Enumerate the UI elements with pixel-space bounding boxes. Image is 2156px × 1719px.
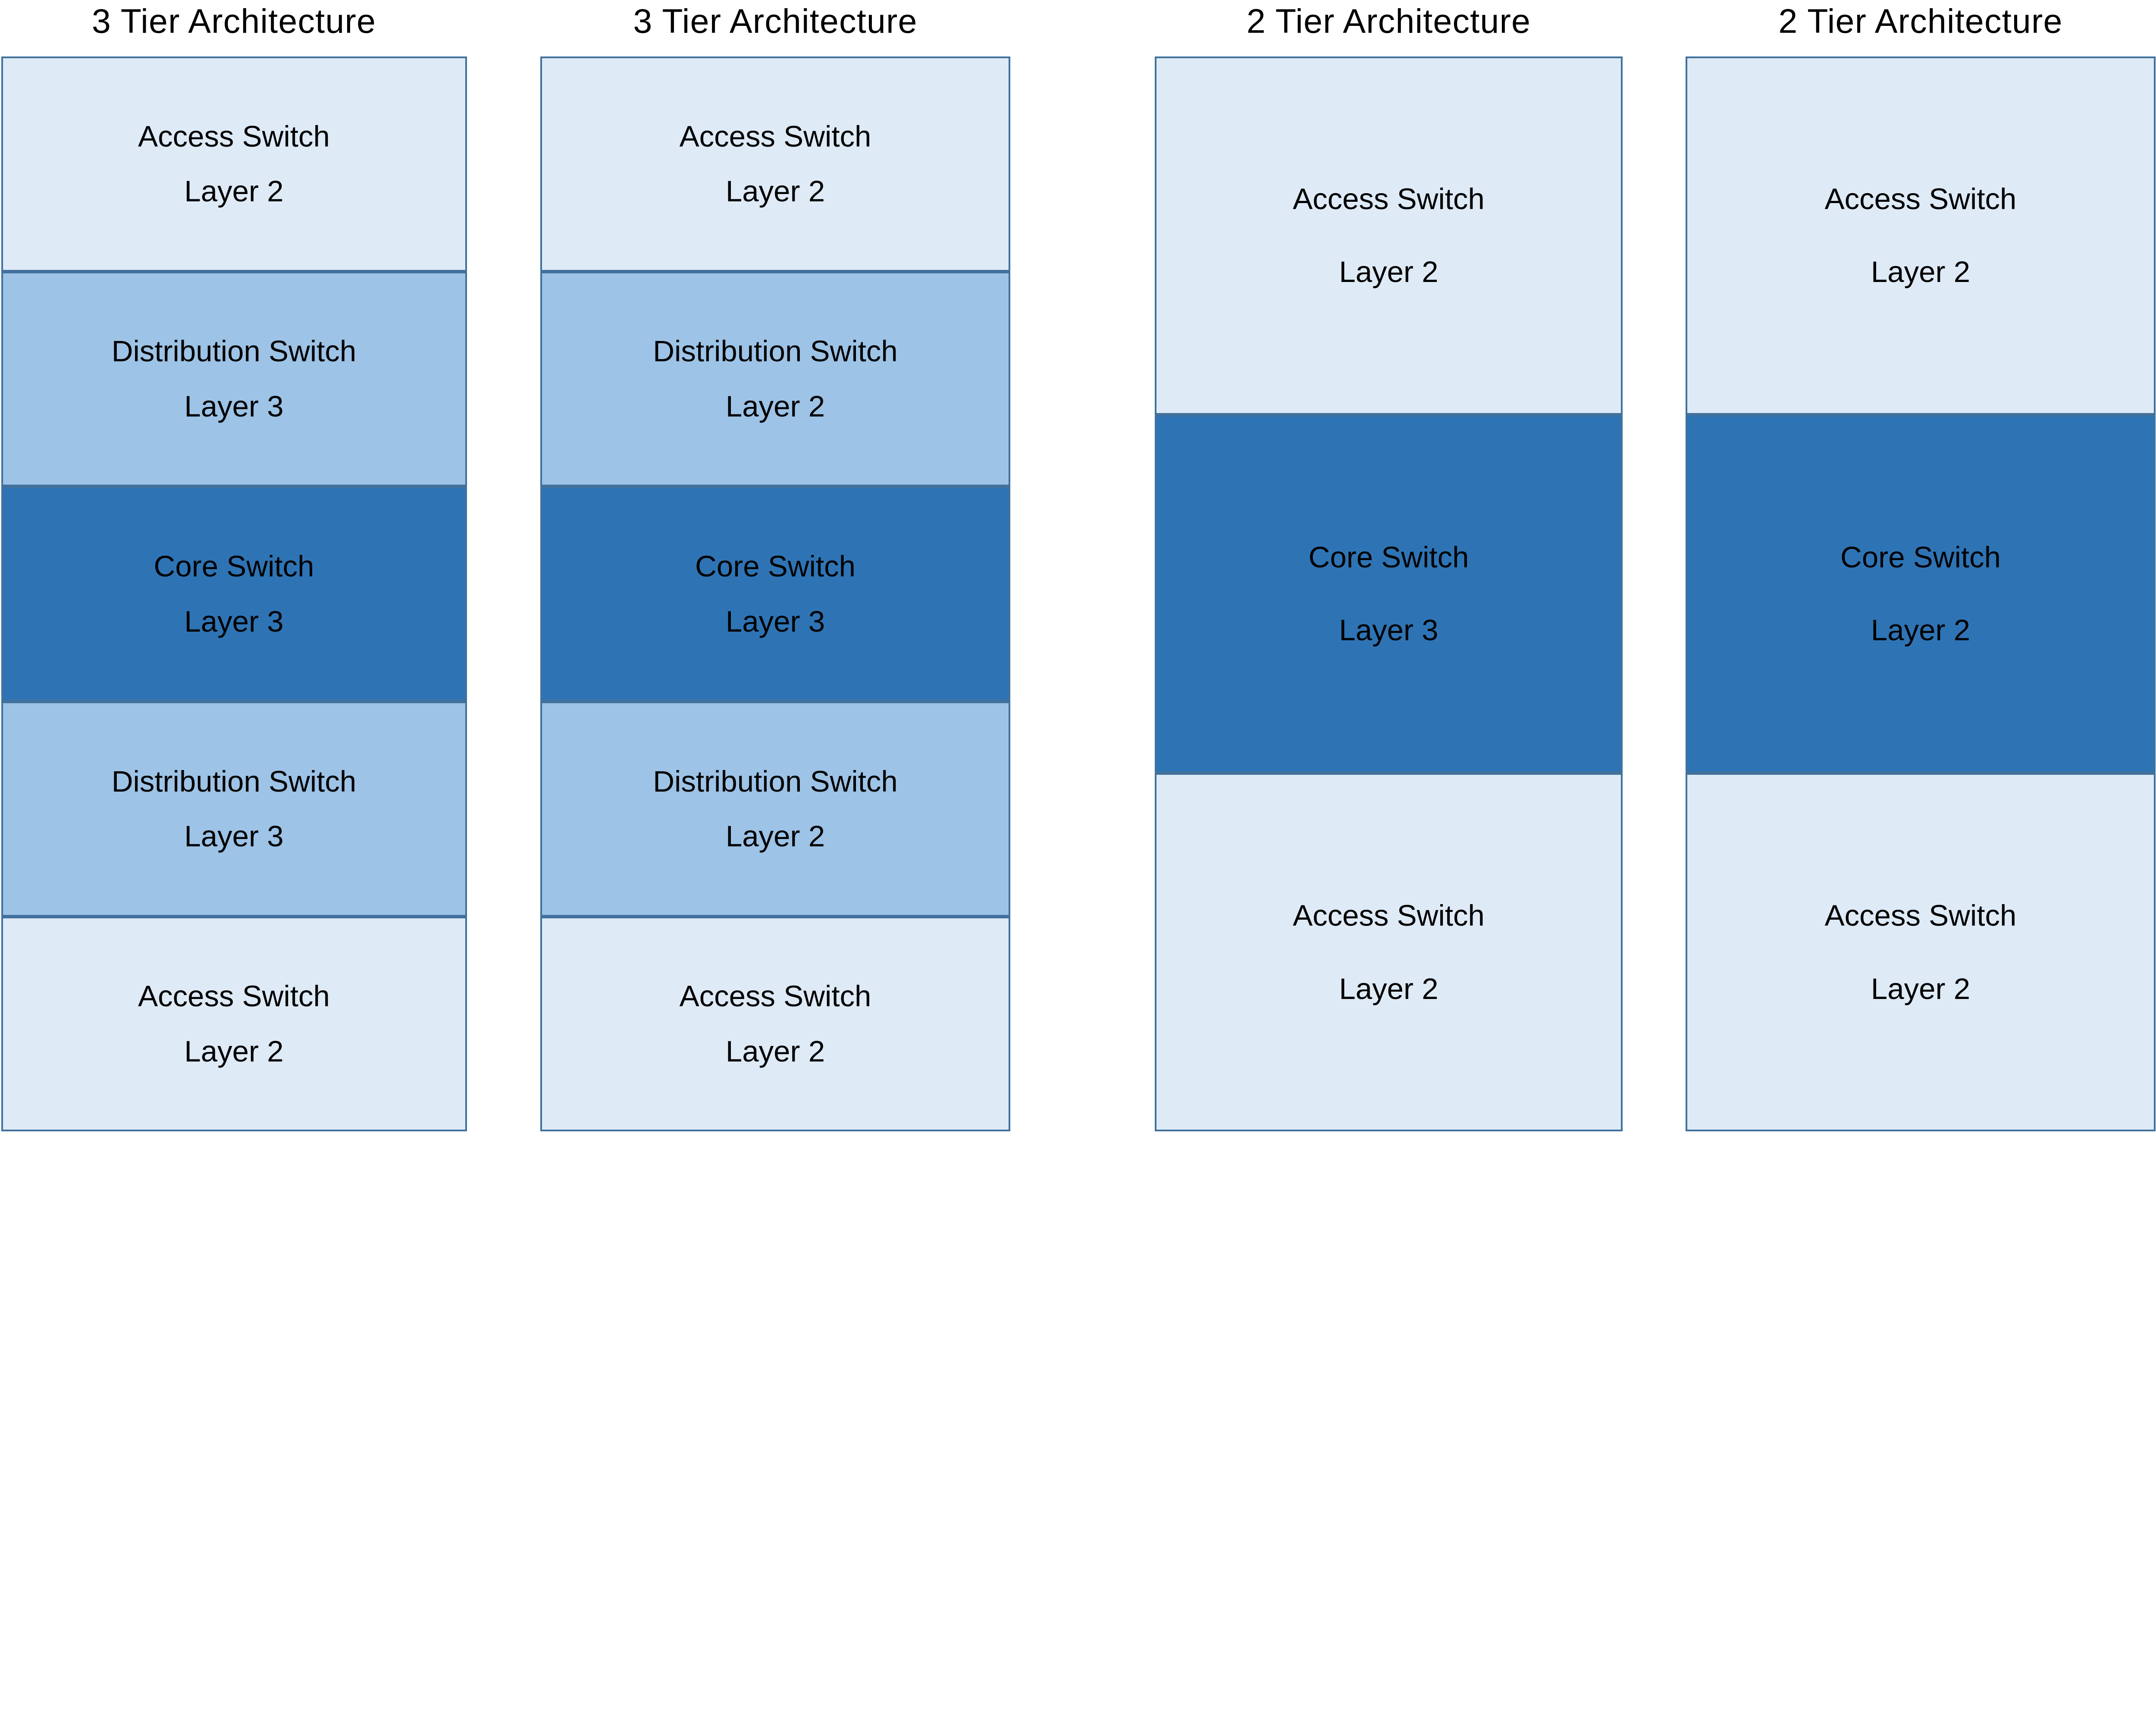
switch-name-label: Core Switch [1840,541,2001,574]
tier-box-distribution-switch: Distribution Switch Layer 2 [540,271,1010,487]
switch-layer-label: Layer 2 [725,820,825,853]
tier-box-core-switch: Core Switch Layer 2 [1686,415,2156,773]
switch-layer-label: Layer 3 [1339,614,1438,647]
architecture-column-2tier-l2: 2 Tier Architecture Access Switch Layer … [1686,0,2156,1132]
switch-name-label: Distribution Switch [653,335,898,368]
switch-name-label: Core Switch [1308,541,1469,574]
switch-name-label: Distribution Switch [653,764,898,798]
switch-name-label: Access Switch [1293,899,1485,933]
switch-layer-label: Layer 3 [725,604,825,638]
switch-name-label: Access Switch [679,980,871,1013]
switch-layer-label: Layer 2 [1871,614,1971,647]
tier-box-access-switch: Access Switch Layer 2 [1155,773,1623,1132]
tier-box-distribution-switch: Distribution Switch Layer 3 [1,271,467,487]
switch-layer-label: Layer 2 [1339,255,1438,289]
switch-layer-label: Layer 2 [725,1035,825,1068]
switch-name-label: Access Switch [679,119,871,153]
column-title: 3 Tier Architecture [91,2,376,40]
switch-name-label: Access Switch [138,980,330,1013]
switch-layer-label: Layer 3 [184,389,284,423]
architecture-column-3tier-l3: 3 Tier Architecture Access Switch Layer … [1,0,467,1132]
tier-box-core-switch: Core Switch Layer 3 [1155,415,1623,773]
switch-name-label: Access Switch [138,119,330,153]
switch-name-label: Access Switch [1293,182,1485,216]
switch-layer-label: Layer 2 [184,1035,284,1068]
tier-stack: Access Switch Layer 2 Core Switch Layer … [1155,56,1623,1132]
tier-box-core-switch: Core Switch Layer 3 [1,486,467,702]
tier-box-access-switch: Access Switch Layer 2 [1155,56,1623,415]
switch-layer-label: Layer 2 [1871,972,1971,1005]
switch-name-label: Distribution Switch [111,764,357,798]
tier-box-access-switch: Access Switch Layer 2 [1,916,467,1132]
switch-name-label: Access Switch [1824,182,2017,216]
tier-box-access-switch: Access Switch Layer 2 [1686,56,2156,415]
tier-box-distribution-switch: Distribution Switch Layer 3 [1,701,467,917]
switch-layer-label: Layer 2 [725,175,825,208]
column-title: 2 Tier Architecture [1778,2,2063,40]
switch-name-label: Access Switch [1824,899,2017,933]
column-title: 2 Tier Architecture [1246,2,1531,40]
network-architecture-diagram: 3 Tier Architecture Access Switch Layer … [1,0,2156,1132]
switch-layer-label: Layer 2 [1871,255,1971,289]
switch-layer-label: Layer 2 [184,175,284,208]
tier-stack: Access Switch Layer 2 Distribution Switc… [1,56,467,1132]
tier-box-access-switch: Access Switch Layer 2 [1686,773,2156,1132]
tier-stack: Access Switch Layer 2 Distribution Switc… [540,56,1010,1132]
tier-box-access-switch: Access Switch Layer 2 [1,56,467,272]
tier-box-core-switch: Core Switch Layer 3 [540,486,1010,702]
tier-box-access-switch: Access Switch Layer 2 [540,916,1010,1132]
architecture-column-2tier-l3: 2 Tier Architecture Access Switch Layer … [1155,0,1623,1132]
switch-layer-label: Layer 3 [184,604,284,638]
switch-name-label: Core Switch [695,550,856,583]
switch-layer-label: Layer 2 [1339,972,1438,1005]
architecture-column-3tier-l2: 3 Tier Architecture Access Switch Layer … [540,0,1010,1132]
switch-name-label: Distribution Switch [111,335,357,368]
tier-box-distribution-switch: Distribution Switch Layer 2 [540,701,1010,917]
tier-stack: Access Switch Layer 2 Core Switch Layer … [1686,56,2156,1132]
column-title: 3 Tier Architecture [633,2,918,40]
tier-box-access-switch: Access Switch Layer 2 [540,56,1010,272]
switch-layer-label: Layer 2 [725,389,825,423]
switch-layer-label: Layer 3 [184,820,284,853]
switch-name-label: Core Switch [154,550,314,583]
